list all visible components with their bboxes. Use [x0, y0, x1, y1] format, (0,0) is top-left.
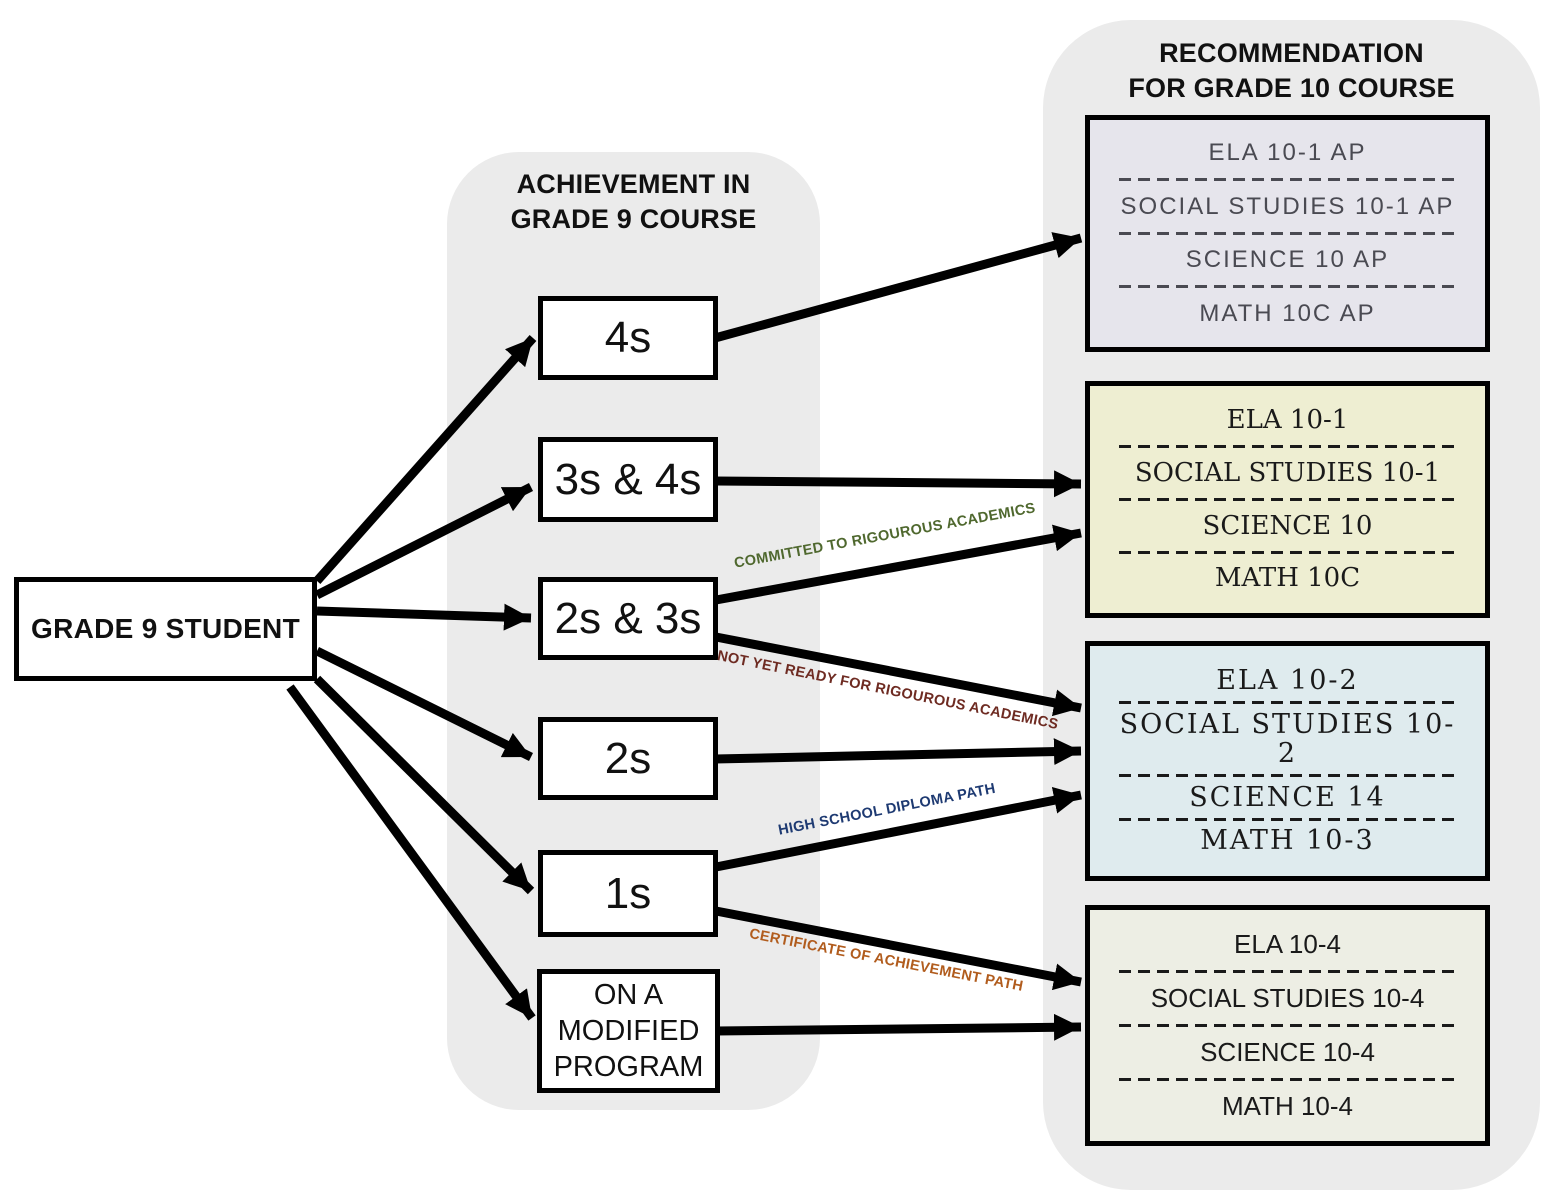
- course-item: SCIENCE 10: [1202, 510, 1373, 541]
- course-item: ELA 10-2: [1216, 665, 1359, 696]
- arrow-2s-to-dash2: [714, 738, 1082, 766]
- course-item: SOCIAL STUDIES 10-4: [1150, 983, 1425, 1014]
- course-item: SCIENCE 10 AP: [1185, 246, 1390, 274]
- arrow-student-to-2s: [315, 646, 533, 762]
- arrow-2s3s-notready: [715, 632, 1082, 717]
- course-item: SCIENCE 10-4: [1200, 1037, 1375, 1068]
- course-item: MATH 10-4: [1222, 1091, 1353, 1122]
- arrow-3s4s-to-dash1: [714, 470, 1082, 498]
- course-item: ELA 10-1: [1226, 405, 1349, 435]
- dashed-divider: [1119, 178, 1456, 182]
- dashed-divider: [1119, 497, 1456, 501]
- arrow-1s-certificate: [715, 906, 1082, 991]
- course-item: SOCIAL STUDIES 10-1: [1134, 457, 1441, 488]
- dashed-divider: [1119, 817, 1456, 821]
- dashed-divider: [1119, 701, 1456, 705]
- grade-9-student-label: GRADE 9 STUDENT: [31, 613, 300, 644]
- dashed-divider: [1119, 550, 1456, 554]
- course-item: MATH 10-3: [1200, 825, 1375, 857]
- arrow-4s-to-ap: [713, 232, 1083, 343]
- achievement-box-1s: 1s: [538, 850, 718, 937]
- arrow-1s-diploma: [715, 786, 1082, 872]
- arrow-modified-to-dash4: [715, 1013, 1082, 1041]
- achievement-label-1s: 1s: [604, 868, 652, 918]
- achievement-label-2s: 2s: [604, 733, 652, 783]
- arrow-student-to-1s: [313, 675, 535, 895]
- course-box-ap: ELA 10-1 AP SOCIAL STUDIES 10-1 AP SCIEN…: [1085, 115, 1490, 352]
- grade-9-student-box: GRADE 9 STUDENT: [14, 577, 317, 681]
- arrow-student-to-4s: [313, 335, 537, 584]
- dashed-divider: [1119, 1023, 1456, 1027]
- arrow-student-to-3s4s: [314, 482, 534, 600]
- dashed-divider: [1119, 445, 1456, 449]
- achievement-box-4s: 4s: [538, 296, 718, 380]
- achievement-box-3s-4s: 3s & 4s: [538, 437, 718, 522]
- achievement-label-4s: 4s: [604, 313, 652, 362]
- achievement-label-3s-4s: 3s & 4s: [554, 454, 702, 504]
- course-box-dash4: ELA 10-4 SOCIAL STUDIES 10-4 SCIENCE 10-…: [1085, 905, 1490, 1146]
- course-box-dash1: ELA 10-1 SOCIAL STUDIES 10-1 SCIENCE 10 …: [1085, 381, 1490, 618]
- dashed-divider: [1119, 231, 1456, 235]
- course-item: SOCIAL STUDIES 10-1 AP: [1120, 192, 1455, 220]
- recommendation-panel-title: RECOMMENDATION FOR GRADE 10 COURSE: [1128, 38, 1455, 103]
- course-item: SOCIAL STUDIES 10-2: [1119, 708, 1456, 770]
- course-item: MATH 10C: [1214, 563, 1361, 594]
- dashed-divider: [1119, 1078, 1456, 1082]
- arrow-2s3s-committed: [715, 524, 1082, 605]
- dashed-divider: [1119, 969, 1456, 973]
- dashed-divider: [1119, 774, 1456, 778]
- course-item: MATH 10C AP: [1199, 299, 1376, 327]
- achievement-label-2s-3s: 2s & 3s: [554, 593, 702, 643]
- achievement-box-2s: 2s: [538, 717, 718, 800]
- achievement-label-modified-program: ON A MODIFIED PROGRAM: [553, 978, 704, 1084]
- achievement-box-2s-3s: 2s & 3s: [538, 577, 718, 660]
- course-item: SCIENCE 14: [1189, 781, 1386, 813]
- course-item: ELA 10-1 AP: [1208, 139, 1367, 166]
- achievement-panel-title: ACHIEVEMENT IN GRADE 9 COURSE: [510, 169, 757, 234]
- dashed-divider: [1119, 285, 1456, 289]
- arrow-student-to-modified: [286, 684, 536, 1021]
- course-item: ELA 10-4: [1234, 929, 1341, 959]
- course-box-dash2: ELA 10-2 SOCIAL STUDIES 10-2 SCIENCE 14 …: [1085, 641, 1490, 881]
- arrow-student-to-2s3s: [316, 603, 532, 631]
- achievement-box-modified-program: ON A MODIFIED PROGRAM: [537, 969, 720, 1093]
